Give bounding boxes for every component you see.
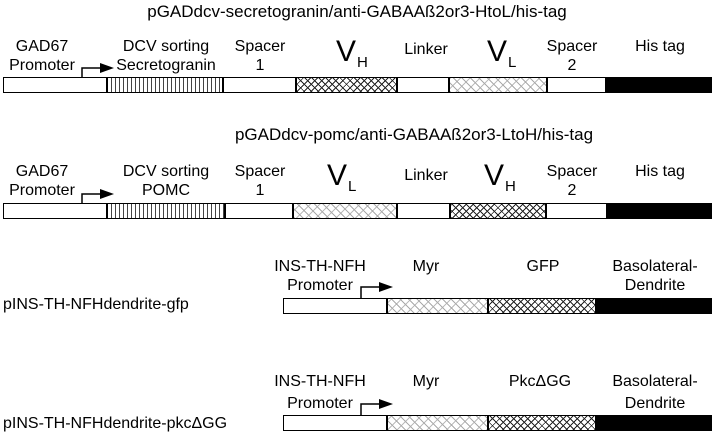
- construct-2-vsecond-block: [450, 203, 546, 219]
- construct-1-promoter-block: [3, 77, 107, 93]
- construct-1-sorting-block: [107, 77, 223, 93]
- construct-4-myr-block: [387, 415, 488, 431]
- construct-4-name: pINS-TH-NFHdendrite-pkcΔGG: [3, 415, 228, 432]
- construct-1-vsecond-subscript: L: [508, 54, 517, 71]
- construct-1-vfirst-subscript: H: [357, 54, 368, 71]
- construct-2-sorting-block: [107, 203, 225, 219]
- construct-1-tag-label: His tag: [635, 38, 685, 55]
- construct-4-myr-label: Myr: [412, 373, 440, 390]
- construct-2-tag-block: [607, 203, 712, 219]
- construct-1-promoter-arrow: [81, 63, 114, 79]
- construct-2-spacer2-label-2: 2: [567, 182, 577, 199]
- construct-2-linker-block: [397, 203, 450, 219]
- construct-1-spacer1-block: [223, 77, 296, 93]
- construct-2-spacer2-block: [546, 203, 607, 219]
- construct-1-promoter-label-1: GAD67: [15, 38, 69, 55]
- construct-3-target-block: [596, 298, 712, 314]
- construct-2-spacer1-label-1: Spacer: [234, 163, 286, 180]
- construct-2-linker-label: Linker: [404, 167, 448, 184]
- construct-2-spacer1-label-2: 1: [255, 182, 265, 199]
- construct-2-spacer1-block: [225, 203, 293, 219]
- construct-2-promoter-arrow: [81, 189, 114, 205]
- construct-4-payload-label: PkcΔGG: [508, 373, 572, 390]
- construct-1-linker-block: [397, 77, 449, 93]
- construct-4-payload-block: [488, 415, 596, 431]
- construct-3-name: pINS-TH-NFHdendrite-gfp: [3, 296, 189, 313]
- construct-3-target-label-1: Basolateral-: [612, 258, 698, 275]
- construct-3-promoter-block: [283, 298, 387, 314]
- construct-2-vsecond-subscript: H: [505, 178, 516, 195]
- construct-3-promoter-label-2: Promoter: [287, 277, 353, 294]
- construct-1-promoter-label-2: Promoter: [9, 57, 75, 74]
- construct-2-spacer2-label-1: Spacer: [546, 163, 598, 180]
- construct-1-spacer1-label-1: Spacer: [234, 38, 286, 55]
- construct-2-vfirst-label: VL: [327, 159, 357, 196]
- construct-1-sorting-label-1: DCV sorting: [122, 38, 210, 55]
- construct-1-spacer2-label-1: Spacer: [546, 38, 598, 55]
- construct-3-payload-block: [488, 298, 596, 314]
- construct-2-title: pGADdcv-pomc/anti-GABAAß2or3-LtoH/his-ta…: [234, 125, 594, 144]
- construct-3-target-label-2: Dendrite: [624, 277, 686, 294]
- construct-2-sorting-label-1: DCV sorting: [122, 163, 210, 180]
- construct-4-target-label-1: Basolateral-: [612, 373, 698, 390]
- construct-2-vsecond-label: VH: [484, 159, 516, 196]
- construct-1-vfirst-label: VH: [336, 35, 368, 72]
- construct-1-vsecond-block: [449, 77, 547, 93]
- construct-3-promoter-label-1: INS-TH-NFH: [274, 258, 366, 275]
- construct-1-vfirst-block: [296, 77, 397, 93]
- construct-3-myr-block: [387, 298, 488, 314]
- construct-3-payload-label: GFP: [526, 258, 560, 275]
- construct-1-linker-label: Linker: [404, 41, 448, 58]
- construct-3-promoter-arrow: [360, 282, 393, 298]
- construct-1-sorting-label-2: Secretogranin: [116, 57, 216, 74]
- construct-1-vsecond-label: VL: [487, 35, 517, 72]
- construct-4-target-block: [596, 415, 712, 431]
- construct-4-promoter-label-2: Promoter: [287, 395, 353, 412]
- construct-4-promoter-block: [283, 415, 387, 431]
- construct-4-target-label-2: Dendrite: [624, 395, 686, 412]
- construct-1-spacer1-label-2: 1: [255, 57, 265, 74]
- construct-2-promoter-label-2: Promoter: [9, 182, 75, 199]
- construct-2-tag-label: His tag: [635, 163, 685, 180]
- construct-1-tag-block: [606, 77, 712, 93]
- construct-2-sorting-label-2: POMC: [142, 182, 190, 199]
- construct-1-spacer2-block: [547, 77, 606, 93]
- construct-2-promoter-block: [3, 203, 107, 219]
- construct-3-myr-label: Myr: [412, 258, 440, 275]
- construct-2-promoter-label-1: GAD67: [15, 163, 69, 180]
- construct-1-spacer2-label-2: 2: [567, 57, 577, 74]
- construct-2-vfirst-block: [293, 203, 397, 219]
- construct-4-promoter-arrow: [360, 399, 393, 415]
- construct-2-vfirst-subscript: L: [348, 178, 357, 195]
- construct-4-promoter-label-1: INS-TH-NFH: [274, 373, 366, 390]
- construct-1-title: pGADdcv-secretogranin/anti-GABAAß2or3-Ht…: [147, 2, 567, 21]
